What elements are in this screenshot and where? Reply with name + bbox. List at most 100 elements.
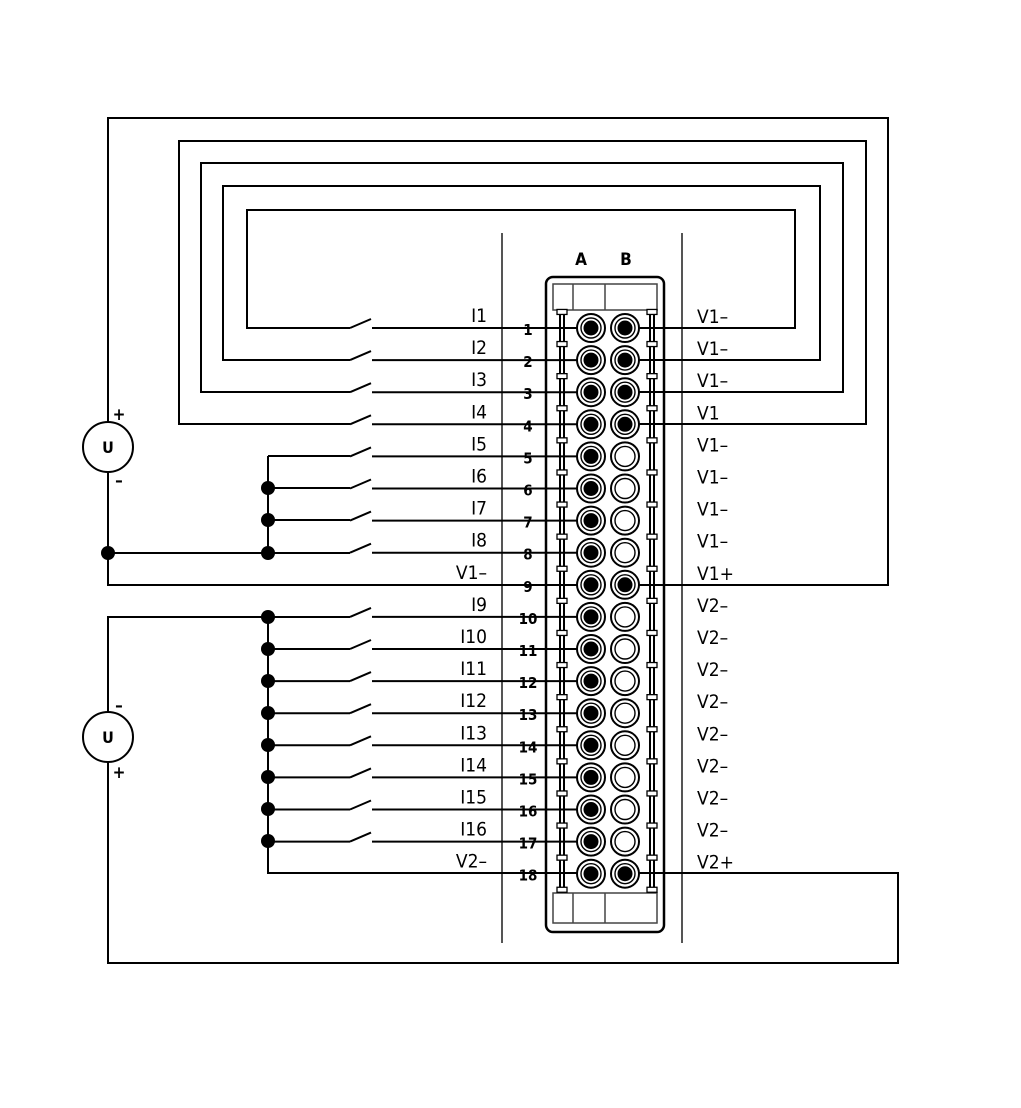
- pin-b-ring: [614, 798, 636, 821]
- slot-tick: [556, 597, 568, 604]
- voltage-source-1-symbol: U: [102, 438, 114, 457]
- output-label: V1–: [697, 499, 728, 521]
- switch-contact: [349, 735, 372, 747]
- slot-tick: [646, 854, 658, 861]
- input-label: I13: [460, 722, 487, 744]
- input-label: I16: [460, 819, 487, 841]
- junction-dot: [261, 481, 275, 495]
- input-label: I9: [471, 594, 487, 616]
- junction-dot: [261, 642, 275, 656]
- wire-loop-1: [246, 209, 796, 329]
- pin-b-contact: [617, 384, 633, 400]
- slot-tick: [556, 501, 568, 508]
- slot-tick: [646, 308, 658, 316]
- voltage-source-2-circle: [82, 711, 134, 763]
- output-label: V1–: [697, 338, 728, 360]
- pin-a-contact: [583, 737, 599, 753]
- voltage-source-1-top-sign: +: [113, 405, 126, 425]
- terminal-number: 4: [523, 417, 532, 435]
- slot-tick: [646, 726, 658, 733]
- wire-loop-4: [178, 140, 867, 425]
- terminal-number: 18: [519, 867, 538, 885]
- junction-dot: [261, 706, 275, 720]
- switch-contact: [349, 318, 372, 329]
- slot-tick: [556, 437, 568, 444]
- switch-contact: [349, 542, 372, 554]
- pin-b-contact: [617, 416, 633, 432]
- terminal-row-14: I13 14 V2–: [349, 722, 728, 761]
- terminal-number: 14: [519, 738, 538, 756]
- terminal-number: 1: [523, 321, 532, 339]
- junction-dot: [261, 610, 275, 624]
- wire-supply2-positive: [107, 762, 899, 964]
- slot-tick: [646, 533, 658, 540]
- slot-tick: [646, 661, 658, 669]
- terminal-number: 2: [523, 353, 532, 371]
- input-label: I10: [460, 626, 487, 648]
- slot-tick: [556, 533, 568, 540]
- junction-dot: [261, 770, 275, 784]
- switch-contact: [349, 478, 372, 490]
- output-label: V2–: [697, 659, 728, 681]
- terminal-number: 9: [523, 578, 532, 596]
- input-label: I7: [471, 498, 487, 520]
- slot-tick: [556, 790, 568, 797]
- pin-a-contact: [583, 769, 599, 785]
- slot-tick: [646, 437, 658, 444]
- slot-tick: [556, 629, 568, 637]
- pin-a-contact: [583, 866, 599, 882]
- pin-b-ring: [614, 638, 636, 660]
- wire-loop-2: [222, 185, 821, 361]
- terminal-number: 16: [519, 803, 538, 821]
- pin-a-contact: [583, 609, 599, 625]
- slot-tick: [556, 886, 568, 893]
- switch-contact: [349, 767, 372, 779]
- pin-b-ring: [614, 670, 636, 692]
- input-label: I4: [471, 401, 487, 423]
- output-label: V2–: [697, 723, 728, 745]
- pin-b-ring: [614, 830, 636, 853]
- pin-a-contact: [583, 834, 599, 850]
- pin-b-ring: [614, 445, 636, 468]
- junction-dot: [101, 546, 115, 560]
- pin-a-contact: [583, 320, 599, 336]
- pin-b-ring: [614, 542, 636, 564]
- input-label: I15: [460, 787, 487, 809]
- slot-tick: [556, 372, 568, 380]
- voltage-source-1-bottom-sign: –: [115, 471, 123, 491]
- voltage-source-2-symbol: U: [102, 728, 114, 747]
- terminal-row-2: I2 2 V1–: [349, 337, 728, 376]
- slot-tick: [646, 372, 658, 380]
- switch-contact: [349, 350, 372, 362]
- wire-loop-3: [200, 162, 844, 393]
- terminal-number: 6: [523, 482, 532, 500]
- pin-b-ring: [614, 477, 636, 500]
- terminal-number: 8: [523, 546, 532, 564]
- slot-tick: [646, 758, 658, 765]
- output-label: V1–: [697, 434, 728, 456]
- pin-b-ring: [614, 734, 636, 756]
- input-label: I2: [471, 337, 487, 359]
- pin-a-contact: [583, 352, 599, 368]
- slot-tick: [646, 886, 658, 893]
- input-label: I11: [460, 658, 487, 680]
- voltage-source-1: U + –: [82, 405, 134, 491]
- switch-contact: [349, 382, 372, 394]
- voltage-source-2-top-sign: –: [115, 696, 123, 716]
- switch-contact: [349, 703, 372, 715]
- output-label: V2–: [697, 691, 728, 713]
- slot-tick: [556, 405, 568, 412]
- slot-tick: [646, 597, 658, 604]
- slot-tick: [646, 340, 658, 348]
- input-label: V2–: [456, 851, 487, 873]
- input-label: I14: [460, 754, 487, 776]
- terminal-number: 11: [519, 642, 538, 660]
- terminal-number: 7: [523, 514, 532, 532]
- output-label: V1–: [697, 467, 728, 489]
